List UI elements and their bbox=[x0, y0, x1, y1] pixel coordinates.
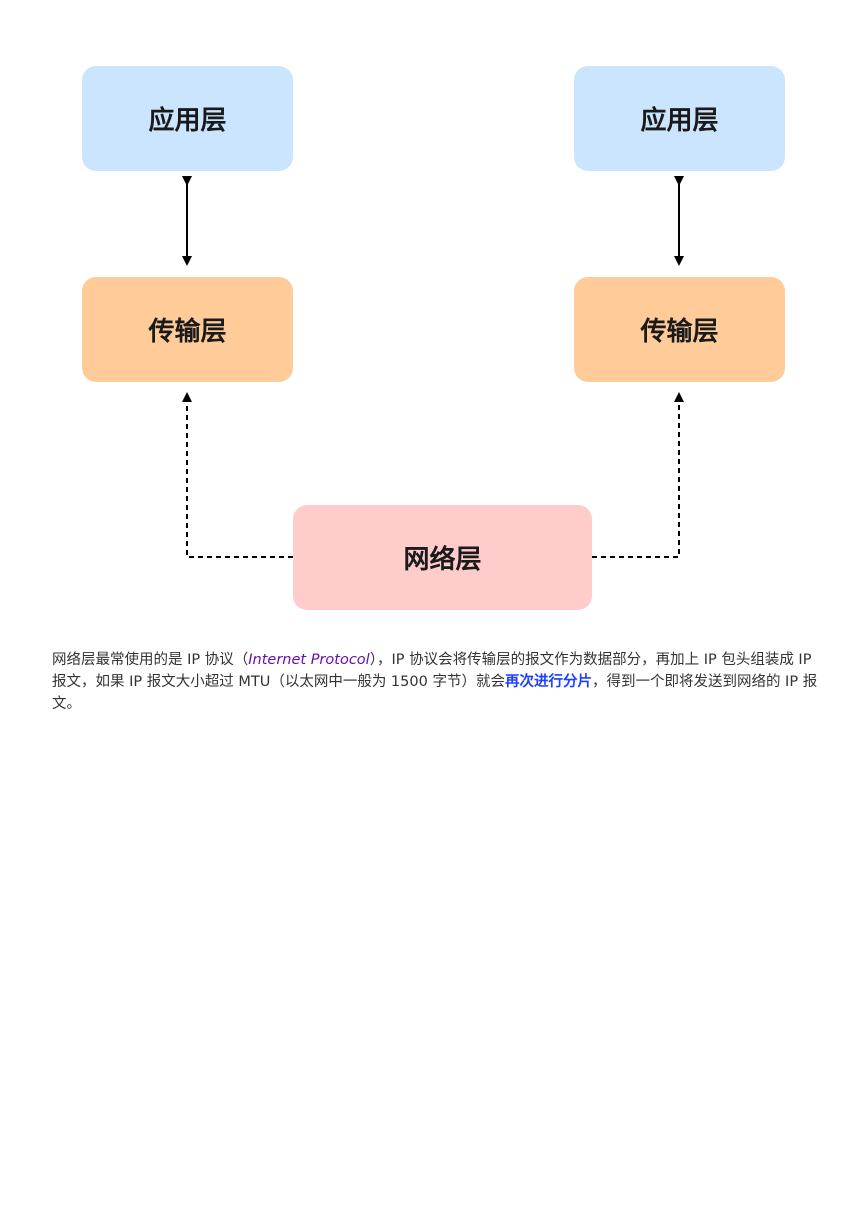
transport-layer-left-box: 传输层 bbox=[82, 277, 293, 382]
transport-layer-right-label: 传输层 bbox=[640, 317, 719, 347]
app-layer-right-box: 应用层 bbox=[574, 66, 785, 171]
transport-layer-left-label: 传输层 bbox=[148, 317, 227, 347]
app-layer-left-label: 应用层 bbox=[148, 106, 227, 136]
transport-layer-right-box: 传输层 bbox=[574, 277, 785, 382]
description-paragraph: 网络层最常使用的是 IP 协议（Internet Protocol），IP 协议… bbox=[52, 649, 820, 715]
internet-protocol-term: Internet Protocol bbox=[248, 651, 370, 668]
paragraph-part1: 网络层最常使用的是 IP 协议（ bbox=[52, 651, 249, 668]
right-network-transport-dashed-arrow bbox=[592, 392, 684, 558]
network-layer-diagram: 应用层 应用层 传输层 传输层 网络层 bbox=[82, 66, 785, 610]
paragraph-part2: ），IP 协议会将传输层的报文作为数据部分，再加上 IP 包头组装成 IP 报文… bbox=[52, 651, 812, 690]
app-layer-right-label: 应用层 bbox=[640, 106, 719, 136]
diagram-connectors bbox=[182, 176, 684, 558]
left-network-transport-dashed-arrow bbox=[182, 392, 293, 558]
paragraph-part3: ，得到一个即将发送到网络的 IP 报文。 bbox=[52, 673, 818, 712]
app-layer-left-box: 应用层 bbox=[82, 66, 293, 171]
network-layer-label: 网络层 bbox=[403, 545, 482, 575]
network-layer-box: 网络层 bbox=[293, 505, 592, 610]
fragmentation-highlight: 再次进行分片 bbox=[504, 673, 592, 690]
